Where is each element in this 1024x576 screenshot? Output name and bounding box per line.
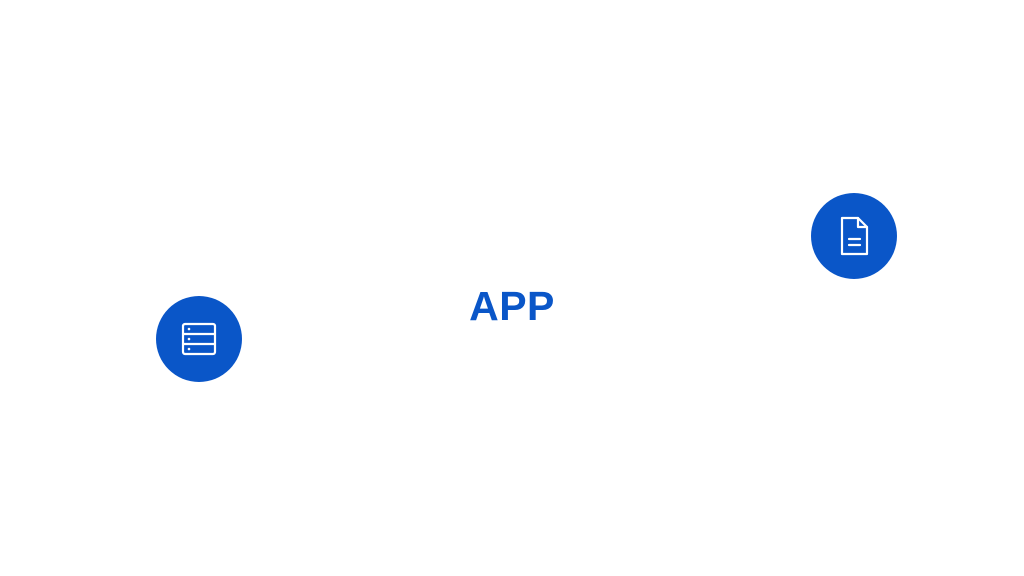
database-node xyxy=(156,296,242,382)
document-icon xyxy=(834,214,874,258)
document-node xyxy=(811,193,897,279)
app-label: APP xyxy=(469,283,555,329)
database-icon xyxy=(179,319,219,359)
